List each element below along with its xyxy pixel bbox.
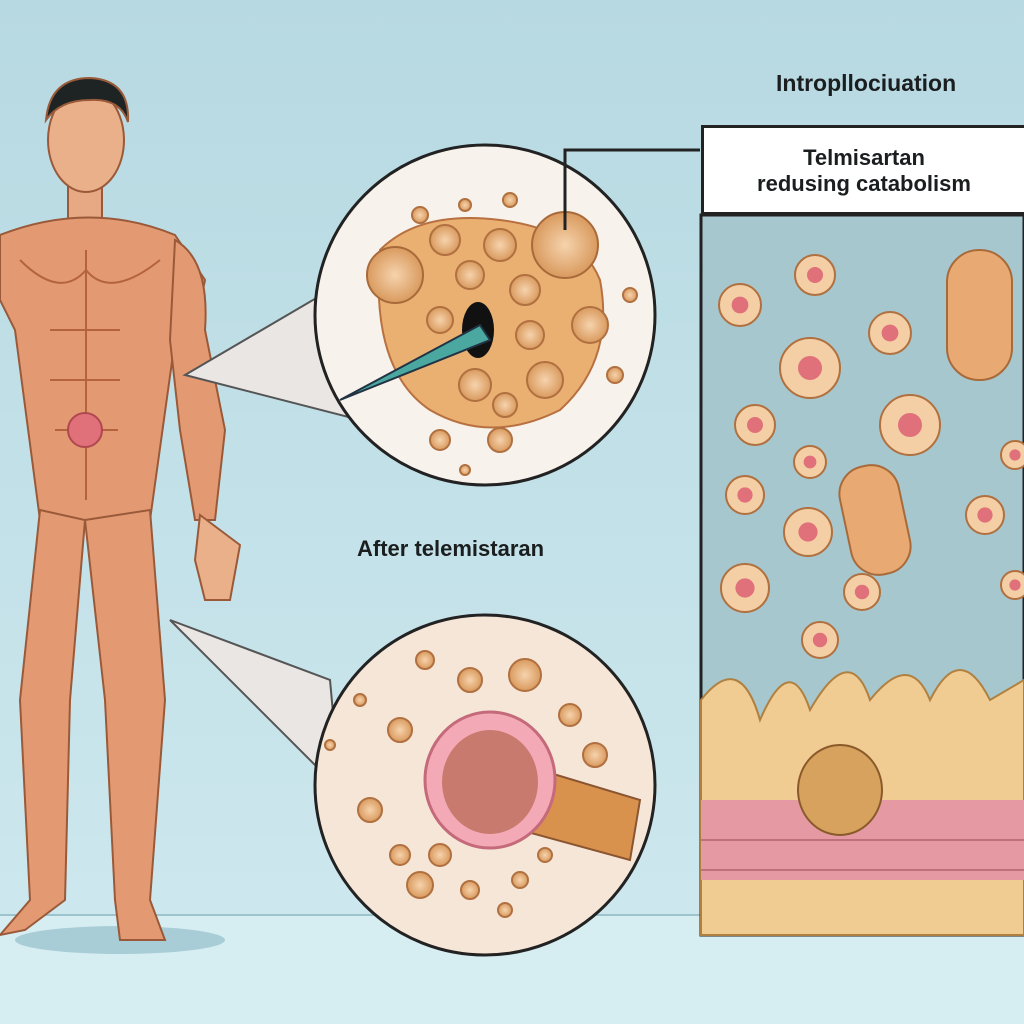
cell-nucleus [977,507,993,523]
cell [387,717,413,743]
cell-nucleus [798,522,818,542]
cell [324,739,336,751]
cell [537,847,553,863]
cell [357,797,383,823]
cell [497,902,513,918]
cell [622,287,638,303]
top-title: Intropllociuation [776,70,957,96]
cell [515,320,545,350]
cell [502,192,518,208]
cell-nucleus [854,584,870,600]
cell [606,366,624,384]
cell [389,844,411,866]
cell-nucleus [812,632,828,648]
cell-nucleus [803,455,817,469]
cell-nucleus [747,417,763,433]
cell [353,693,367,707]
cell [426,306,454,334]
stomach-icon [67,412,103,448]
cell-nucleus [807,267,823,283]
panel-title-line2: redusing catabolism [757,171,971,196]
cell [411,206,429,224]
cell-cluster-callout [313,143,657,487]
cell [582,742,608,768]
cell-nucleus [737,487,753,503]
panel-header: Telmisartan redusing catabolism [701,125,1024,215]
cell [457,667,483,693]
cell-nucleus [798,356,822,380]
cell-nucleus [881,324,899,342]
cell [459,464,471,476]
panel-title-line1: Telmisartan [803,145,925,170]
cell-nucleus [731,296,749,314]
cell-nucleus [735,578,755,598]
tissue-panel [699,213,1024,937]
cell [511,871,529,889]
human-figure [0,76,242,954]
cell [526,361,564,399]
cell [509,274,541,306]
cell-nucleus [1009,579,1021,591]
needle-icon [339,323,492,401]
cell [429,224,461,256]
cell [571,306,609,344]
cell [487,427,513,453]
cell-nucleus [1009,449,1021,461]
cell [406,871,434,899]
cell [483,228,517,262]
cell-nucleus [898,413,922,437]
cell [492,392,518,418]
cell [508,658,542,692]
cell [458,198,472,212]
cell [558,703,582,727]
after-label: After telemistaran [357,536,545,561]
cell [429,429,451,451]
vessel-callout [313,613,657,957]
cell [415,650,435,670]
cell [455,260,485,290]
cell [458,368,492,402]
cell [428,843,452,867]
cell [460,880,480,900]
